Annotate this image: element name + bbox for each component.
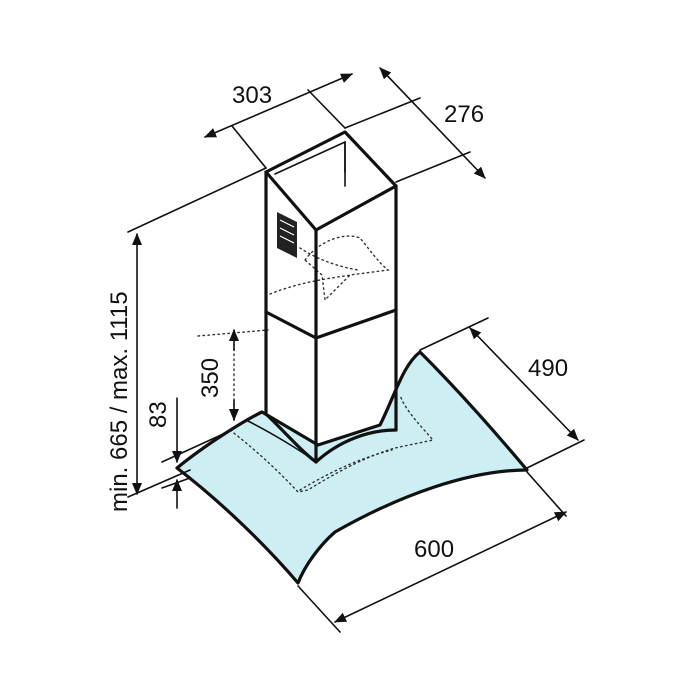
- dimension-490: 490: [419, 317, 585, 469]
- dim-83-label: 83: [145, 401, 172, 428]
- dimension-83: 83: [145, 397, 233, 509]
- dim-303-label: 303: [232, 82, 272, 109]
- dim-350-label: 350: [197, 358, 224, 398]
- dimension-600: 600: [297, 471, 567, 633]
- chimney: [245, 130, 398, 464]
- control-panel: [277, 212, 297, 258]
- chimney-top: [264, 130, 398, 232]
- dim-490-label: 490: [528, 355, 568, 382]
- dim-600-label: 600: [414, 536, 454, 563]
- dimension-350: 350: [197, 329, 239, 421]
- glass-canopy: [175, 350, 529, 585]
- dimension-height: min. 665 / max. 1115: [106, 167, 267, 512]
- dim-height-label: min. 665 / max. 1115: [106, 291, 133, 512]
- dim-276-label: 276: [444, 101, 484, 128]
- dimension-303: 303: [204, 73, 353, 169]
- glass-panel: [175, 350, 529, 585]
- dimension-276: 276: [344, 67, 486, 183]
